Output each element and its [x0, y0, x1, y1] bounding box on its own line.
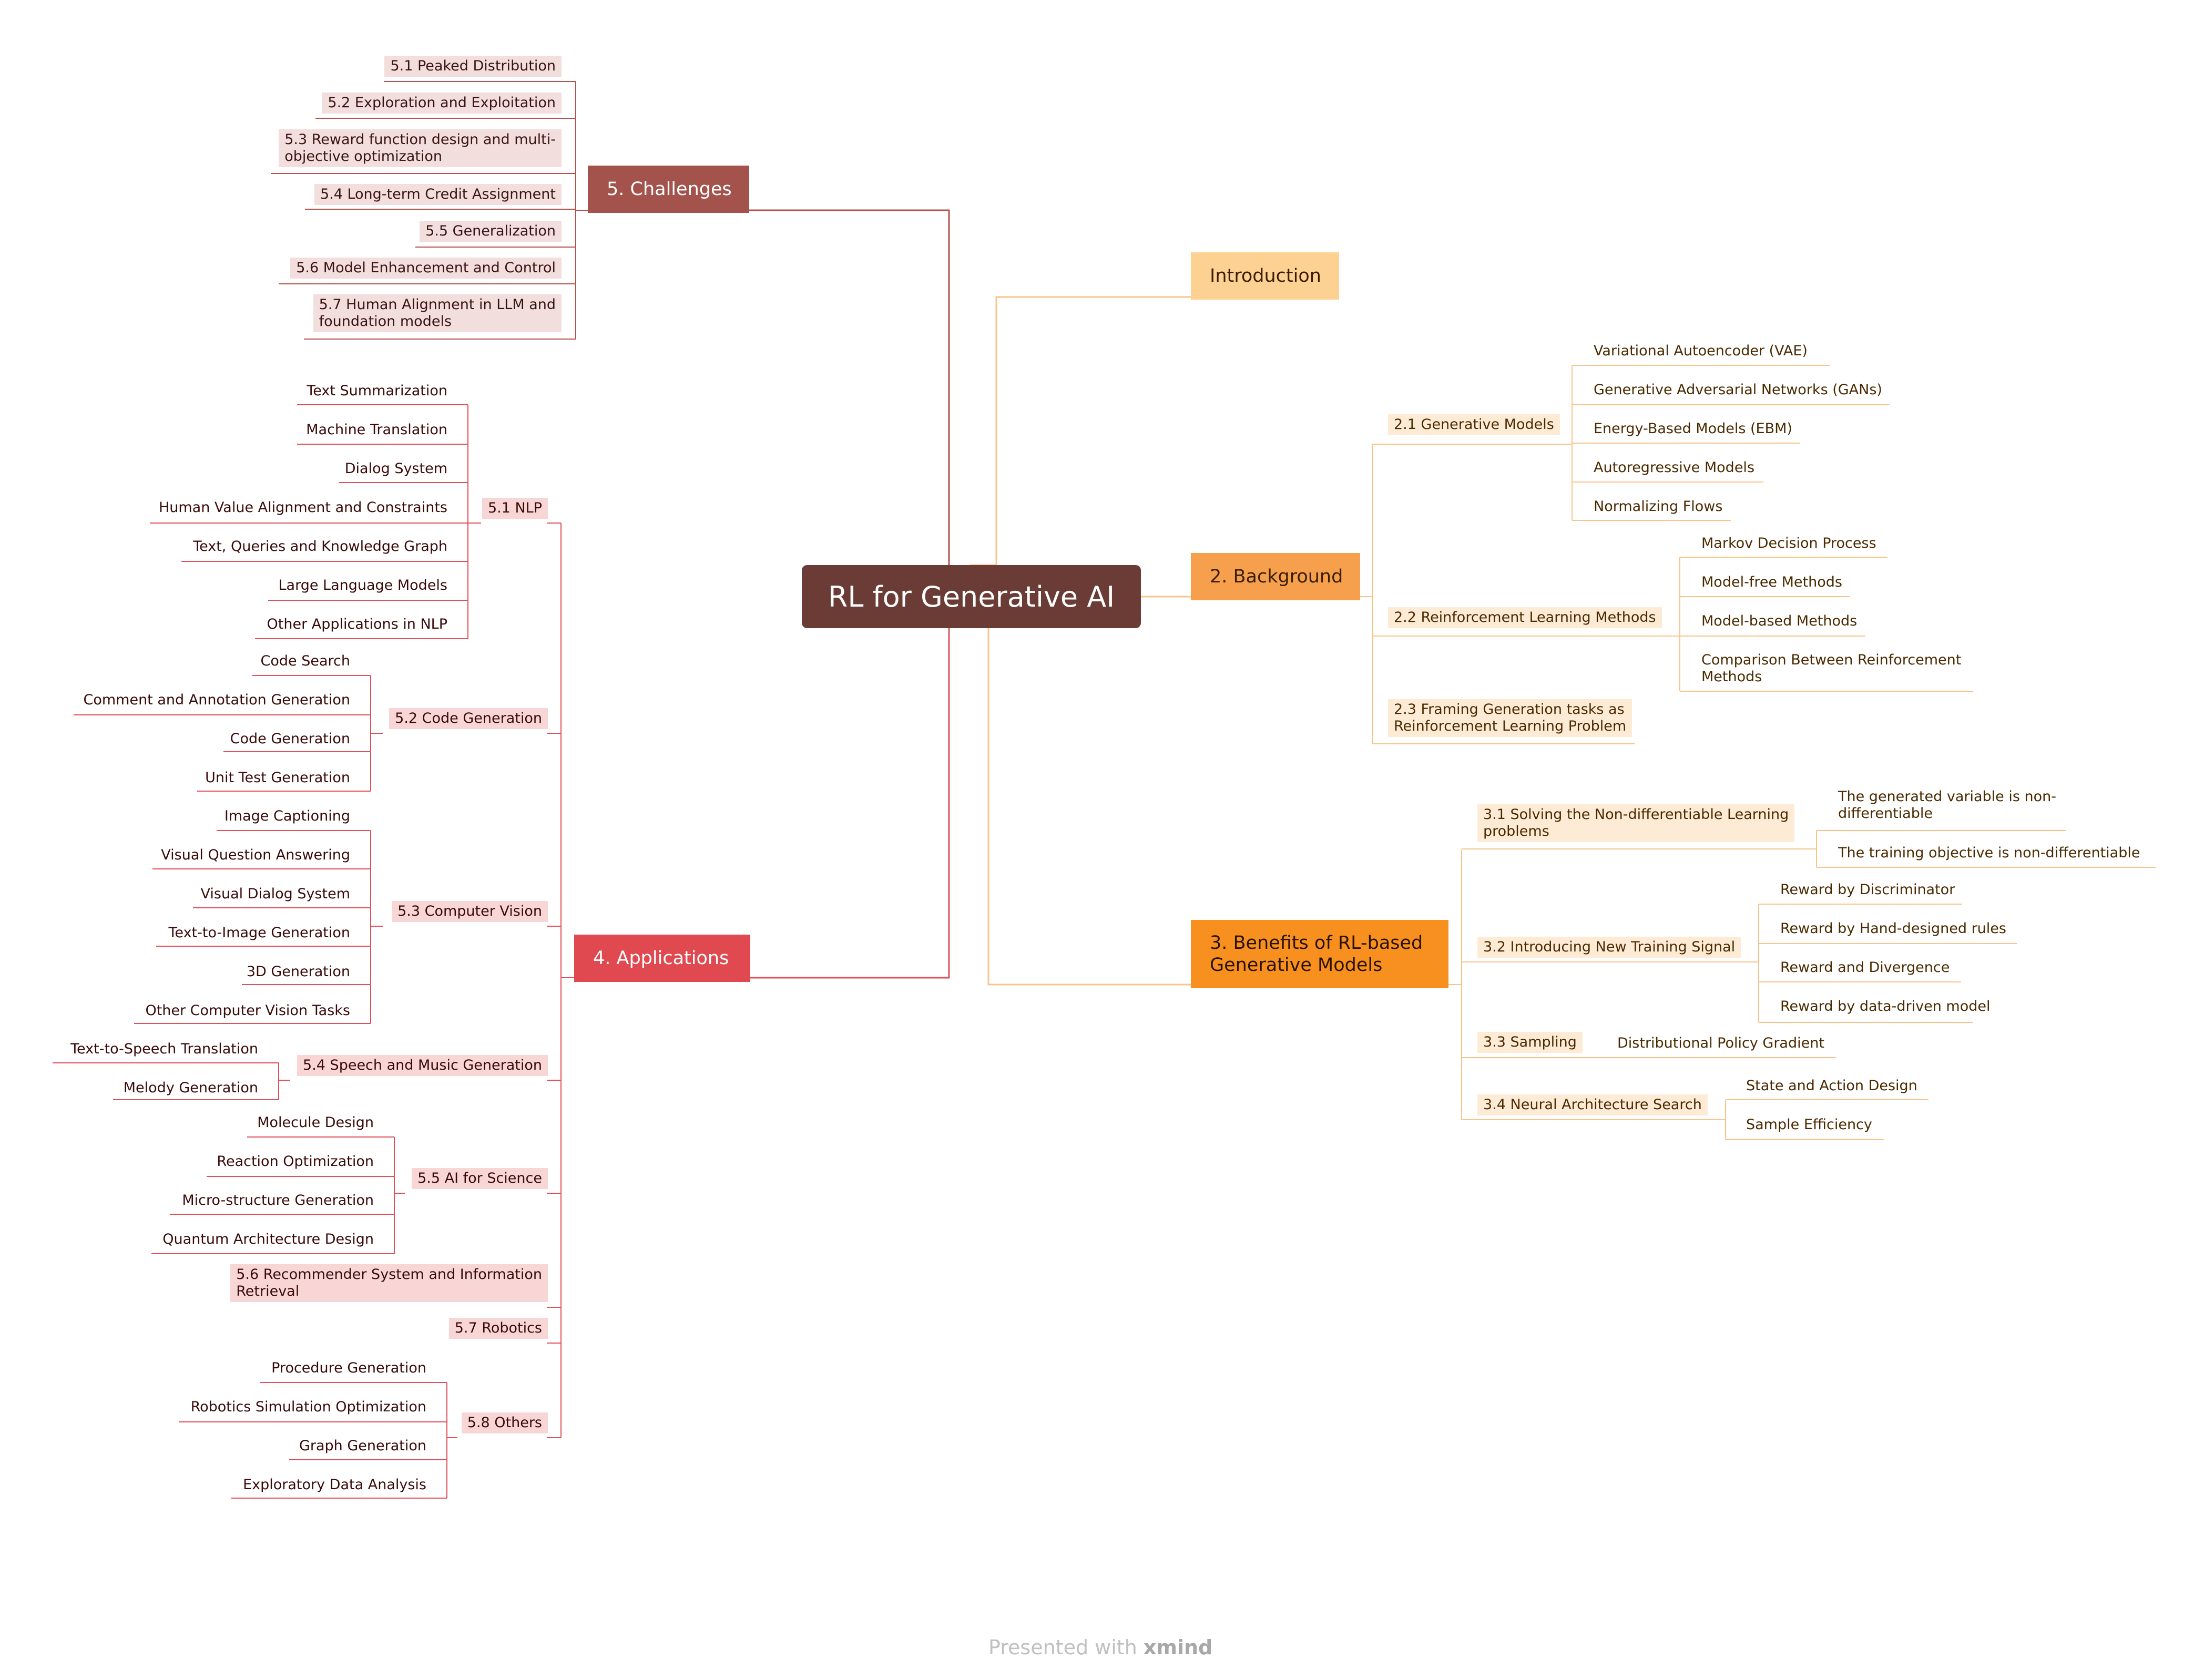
leaf-ebm[interactable]: Energy-Based Models (EBM) — [1594, 421, 1792, 437]
leaf-model-based[interactable]: Model-based Methods — [1701, 613, 1858, 629]
subtopic-sampling[interactable]: 3.3 Sampling — [1477, 1032, 1583, 1053]
leaf-llm[interactable]: Large Language Models — [278, 577, 447, 593]
challenge-reward-design[interactable]: 5.3 Reward function design and multi- ob… — [279, 129, 562, 167]
leaf-comparison[interactable]: Comparison Between Reinforcement Methods — [1701, 652, 1962, 685]
leaf-reward-divergence[interactable]: Reward and Divergence — [1780, 959, 1950, 976]
topic-challenges[interactable]: 5. Challenges — [588, 166, 749, 213]
subtopic-nondiff[interactable]: 3.1 Solving the Non-differentiable Learn… — [1477, 804, 1795, 842]
subtopic-robotics[interactable]: 5.7 Robotics — [448, 1318, 548, 1339]
leaf-unit-test[interactable]: Unit Test Generation — [205, 770, 350, 786]
leaf-microstructure[interactable]: Micro-structure Generation — [182, 1192, 374, 1208]
subtopic-generative-models[interactable]: 2.1 Generative Models — [1388, 414, 1560, 435]
central-connectors — [747, 209, 1191, 986]
challenge-model-enhancement[interactable]: 5.6 Model Enhancement and Control — [290, 258, 562, 279]
leaf-quantum-architecture[interactable]: Quantum Architecture Design — [162, 1231, 374, 1247]
leaf-vae[interactable]: Variational Autoencoder (VAE) — [1594, 343, 1808, 359]
leaf-dialog-system[interactable]: Dialog System — [344, 460, 447, 477]
leaf-procedure-generation[interactable]: Procedure Generation — [271, 1360, 426, 1376]
central-topic[interactable]: RL for Generative AI — [802, 565, 1141, 628]
leaf-graph-generation[interactable]: Graph Generation — [299, 1438, 426, 1454]
topic-introduction[interactable]: Introduction — [1191, 252, 1339, 300]
leaf-text-to-image[interactable]: Text-to-Image Generation — [168, 925, 350, 941]
subtopic-nlp[interactable]: 5.1 NLP — [482, 498, 548, 519]
challenge-peaked[interactable]: 5.1 Peaked Distribution — [384, 56, 562, 77]
leaf-training-objective[interactable]: The training objective is non-differenti… — [1838, 845, 2140, 861]
leaf-mdp[interactable]: Markov Decision Process — [1701, 535, 1876, 551]
footer-credit: Presented with xmind — [988, 1636, 1212, 1659]
leaf-tts[interactable]: Text-to-Speech Translation — [70, 1041, 258, 1057]
leaf-state-action[interactable]: State and Action Design — [1746, 1078, 1917, 1094]
leaf-autoregressive[interactable]: Autoregressive Models — [1594, 459, 1755, 476]
leaf-robotics-simulation[interactable]: Robotics Simulation Optimization — [190, 1399, 426, 1415]
subtopic-nas[interactable]: 3.4 Neural Architecture Search — [1477, 1094, 1708, 1115]
topic-benefits[interactable]: 3. Benefits of RL-based Generative Model… — [1191, 920, 1448, 988]
subtopic-rl-methods[interactable]: 2.2 Reinforcement Learning Methods — [1388, 607, 1662, 628]
subtopic-training-signal[interactable]: 3.2 Introducing New Training Signal — [1477, 937, 1741, 958]
leaf-reward-data-driven[interactable]: Reward by data-driven model — [1780, 998, 1991, 1015]
leaf-comment-annotation[interactable]: Comment and Annotation Generation — [83, 692, 350, 708]
challenge-generalization[interactable]: 5.5 Generalization — [420, 221, 562, 242]
leaf-model-free[interactable]: Model-free Methods — [1701, 574, 1842, 590]
leaf-exploratory-data[interactable]: Exploratory Data Analysis — [243, 1477, 426, 1493]
applications-connectors — [53, 404, 574, 1499]
footer-brand: xmind — [1143, 1636, 1213, 1659]
challenge-credit-assignment[interactable]: 5.4 Long-term Credit Assignment — [314, 184, 562, 205]
leaf-reaction-optimization[interactable]: Reaction Optimization — [217, 1153, 374, 1170]
leaf-other-nlp[interactable]: Other Applications in NLP — [267, 616, 447, 632]
subtopic-ai-science[interactable]: 5.5 AI for Science — [412, 1168, 548, 1189]
leaf-vqa[interactable]: Visual Question Answering — [161, 847, 350, 863]
subtopic-framing[interactable]: 2.3 Framing Generation tasks as Reinforc… — [1388, 699, 1632, 737]
subtopic-others[interactable]: 5.8 Others — [461, 1412, 548, 1433]
leaf-human-value-alignment[interactable]: Human Value Alignment and Constraints — [158, 499, 447, 516]
leaf-3d-generation[interactable]: 3D Generation — [246, 964, 350, 980]
subtopic-speech-music[interactable]: 5.4 Speech and Music Generation — [297, 1055, 548, 1076]
leaf-machine-translation[interactable]: Machine Translation — [306, 422, 447, 438]
leaf-sample-efficiency[interactable]: Sample Efficiency — [1746, 1116, 1872, 1133]
leaf-visual-dialog[interactable]: Visual Dialog System — [200, 886, 350, 902]
leaf-generated-variable[interactable]: The generated variable is non- different… — [1838, 788, 2056, 822]
leaf-reward-discriminator[interactable]: Reward by Discriminator — [1780, 882, 1955, 898]
subtopic-code-generation[interactable]: 5.2 Code Generation — [389, 708, 548, 729]
leaf-reward-hand-designed[interactable]: Reward by Hand-designed rules — [1780, 920, 2006, 937]
topic-background[interactable]: 2. Background — [1191, 553, 1360, 600]
footer-prefix: Presented with — [988, 1636, 1137, 1659]
leaf-text-summarization[interactable]: Text Summarization — [307, 383, 447, 399]
topic-applications[interactable]: 4. Applications — [574, 935, 750, 982]
leaf-melody[interactable]: Melody Generation — [123, 1080, 258, 1096]
challenge-human-alignment[interactable]: 5.7 Human Alignment in LLM and foundatio… — [313, 294, 562, 332]
leaf-image-captioning[interactable]: Image Captioning — [224, 808, 350, 824]
challenges-connectors — [271, 81, 588, 340]
leaf-gans[interactable]: Generative Adversarial Networks (GANs) — [1594, 382, 1882, 398]
leaf-distributional-pg[interactable]: Distributional Policy Gradient — [1617, 1035, 1824, 1051]
leaf-code-gen[interactable]: Code Generation — [230, 731, 350, 747]
leaf-other-cv[interactable]: Other Computer Vision Tasks — [145, 1002, 350, 1019]
leaf-molecule-design[interactable]: Molecule Design — [257, 1114, 374, 1131]
leaf-text-queries-kg[interactable]: Text, Queries and Knowledge Graph — [193, 538, 447, 555]
benefits-connectors — [1448, 830, 2156, 1140]
leaf-code-search[interactable]: Code Search — [260, 653, 350, 669]
leaf-normalizing-flows[interactable]: Normalizing Flows — [1594, 498, 1723, 515]
subtopic-recsys[interactable]: 5.6 Recommender System and Information R… — [230, 1264, 548, 1302]
background-connectors — [1359, 365, 1973, 744]
challenge-exploration[interactable]: 5.2 Exploration and Exploitation — [322, 93, 562, 114]
subtopic-computer-vision[interactable]: 5.3 Computer Vision — [392, 901, 548, 922]
